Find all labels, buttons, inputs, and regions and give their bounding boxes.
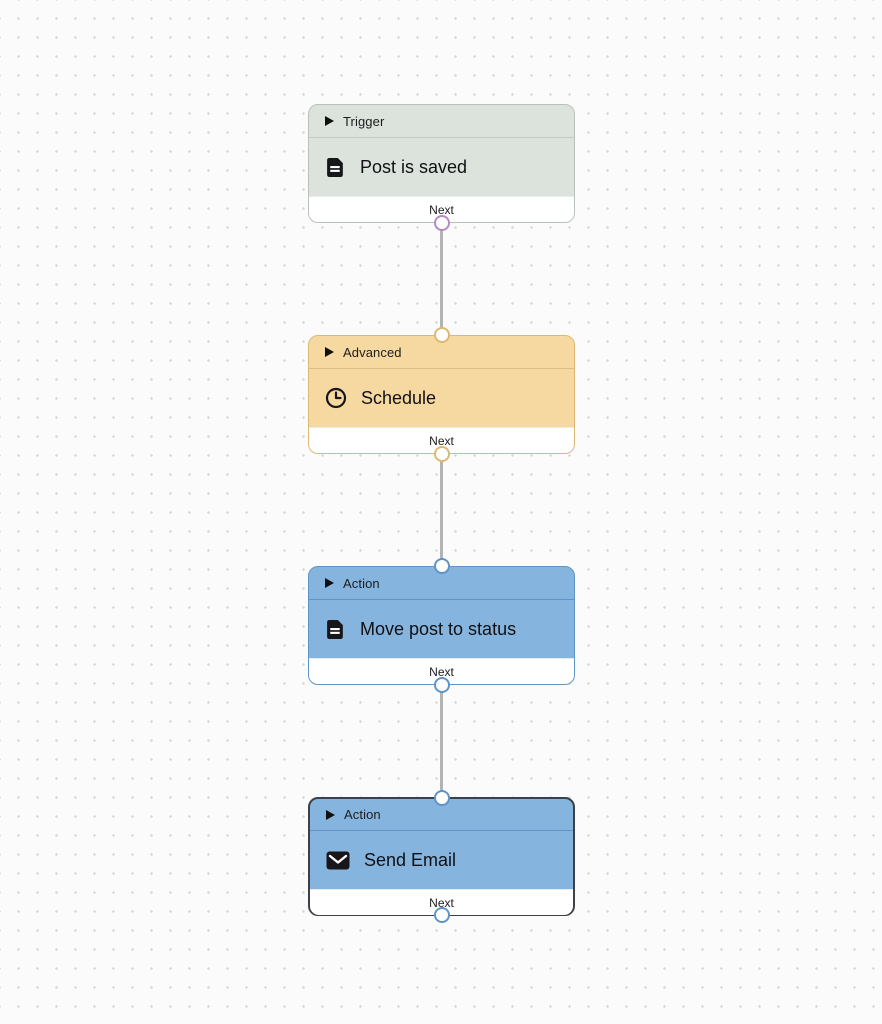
node-header[interactable]: Trigger [309, 105, 574, 138]
output-port[interactable] [433, 677, 450, 693]
node-body: Send Email [310, 831, 573, 889]
output-port[interactable] [433, 215, 450, 231]
node-header[interactable]: Action [310, 799, 573, 831]
connector-edge [440, 454, 443, 566]
node-kind-label: Trigger [343, 113, 385, 129]
connector-edge [440, 685, 443, 797]
node-trigger-post-is-saved[interactable]: Trigger Post is saved Next [308, 104, 575, 231]
input-port[interactable] [433, 558, 450, 574]
mail-icon [326, 851, 350, 870]
node-title: Post is saved [360, 156, 468, 177]
node-header[interactable]: Action [309, 567, 574, 600]
node-action-move-post-to-status[interactable]: Action Move post to status Next [308, 558, 575, 693]
node-title: Move post to status [360, 618, 517, 639]
node-body: Post is saved [309, 138, 574, 196]
play-icon [325, 116, 334, 126]
node-title: Schedule [361, 387, 437, 408]
node-kind-label: Action [343, 575, 380, 591]
output-port[interactable] [433, 446, 450, 462]
node-advanced-schedule[interactable]: Advanced Schedule Next [308, 327, 575, 462]
node-header[interactable]: Advanced [309, 336, 574, 369]
next-label: Next [429, 664, 454, 679]
play-icon [325, 347, 334, 357]
connector-edge [440, 223, 443, 335]
node-kind-label: Advanced [343, 344, 402, 360]
input-port[interactable] [433, 327, 450, 343]
node-body: Schedule [309, 369, 574, 427]
next-label: Next [429, 895, 454, 910]
node-action-send-email[interactable]: Action Send Email Next [308, 790, 575, 923]
play-icon [325, 578, 334, 588]
next-label: Next [429, 202, 454, 217]
node-kind-label: Action [344, 807, 381, 822]
clock-icon [325, 387, 347, 409]
document-icon [325, 619, 346, 640]
input-port[interactable] [433, 790, 450, 806]
play-icon [326, 809, 335, 820]
node-footer: Next [309, 427, 574, 453]
output-port[interactable] [433, 907, 450, 923]
node-title: Send Email [364, 849, 457, 870]
node-body: Move post to status [309, 600, 574, 658]
document-icon [325, 157, 346, 178]
next-label: Next [429, 433, 454, 448]
